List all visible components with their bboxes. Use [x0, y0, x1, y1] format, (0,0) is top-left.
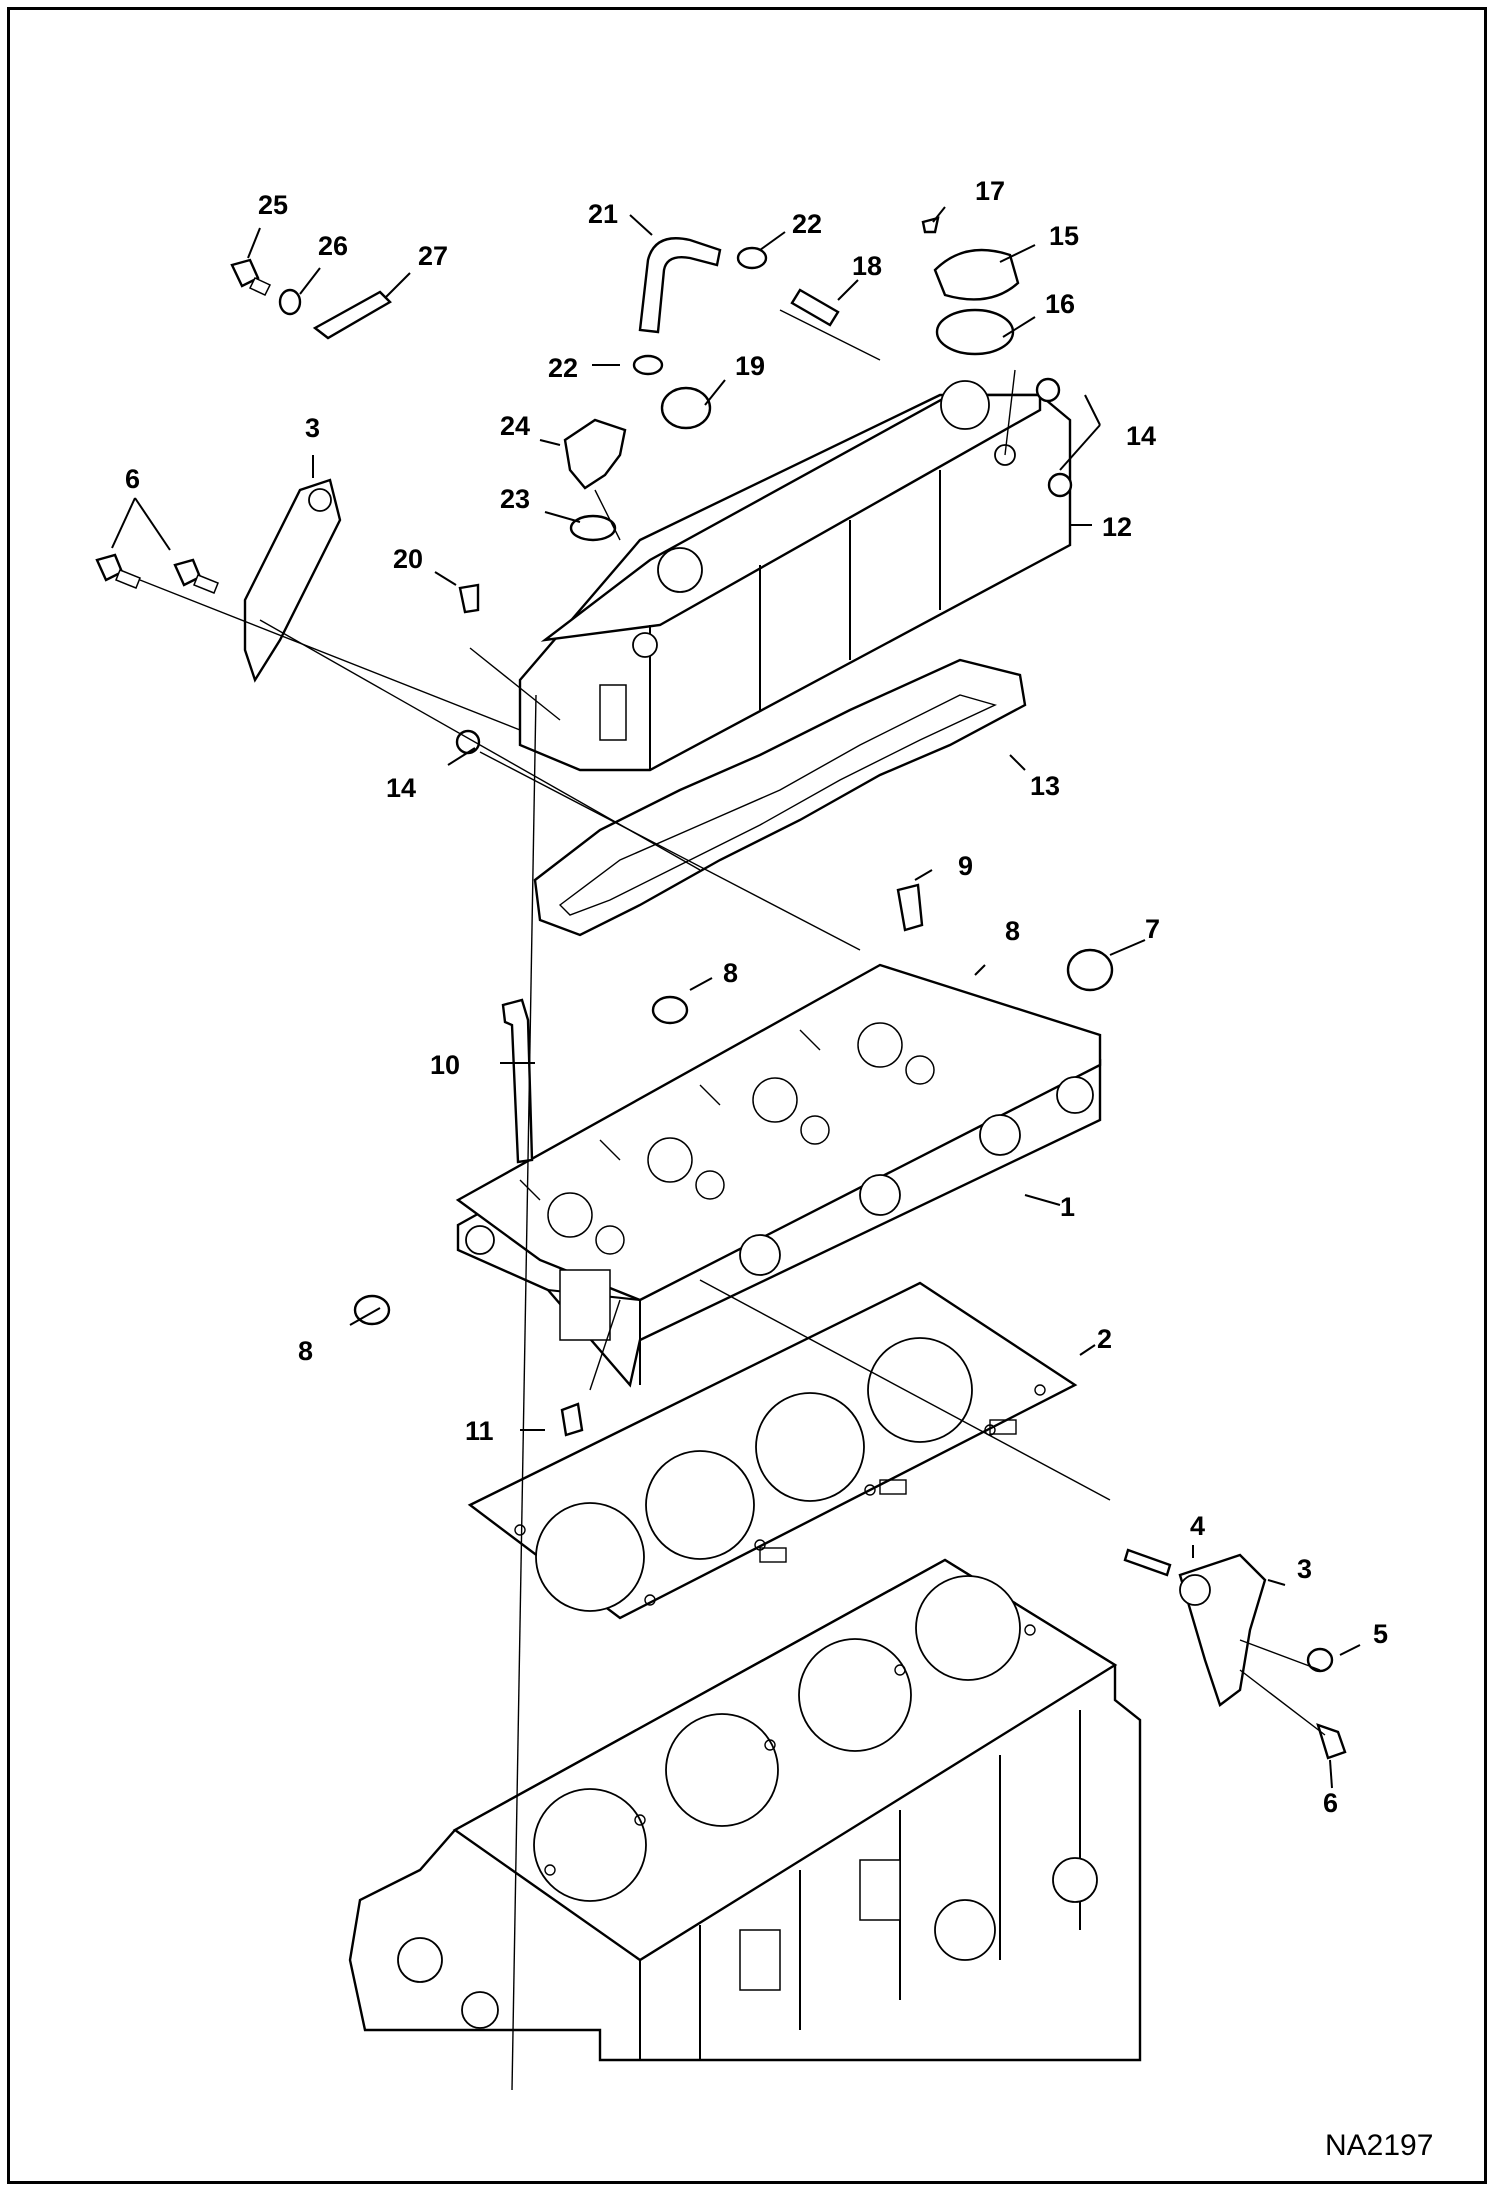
- bracket-left: [243, 478, 342, 683]
- bolt-6-right: [1316, 1723, 1347, 1760]
- callout-22-top: 22: [792, 209, 822, 239]
- head-bolt-10: [501, 998, 534, 1164]
- callout-14-left: 14: [386, 773, 416, 803]
- callout-1: 1: [1060, 1192, 1075, 1222]
- plug-7: [1066, 948, 1114, 992]
- callout-5: 5: [1373, 1619, 1388, 1649]
- hose-clamp-22-bottom: [632, 354, 664, 376]
- nut-5: [1306, 1647, 1334, 1673]
- grommet-14-a: [1035, 377, 1061, 403]
- callout-labels: 1 2 3 3 4 5 6 6 7 8 8 8 9 10 11 12 13 14…: [125, 176, 1433, 2162]
- callout-7: 7: [1145, 914, 1160, 944]
- grommet-14-b: [1047, 472, 1073, 498]
- callout-26: 26: [318, 231, 348, 261]
- callout-3-right: 3: [1297, 1554, 1312, 1584]
- hose-clamp-22-top: [736, 246, 768, 270]
- callout-13: 13: [1030, 771, 1060, 801]
- callout-8-mid: 8: [1005, 916, 1020, 946]
- breather-cap-15: [933, 248, 1020, 301]
- callout-21: 21: [588, 199, 618, 229]
- engine-block: [348, 1558, 1142, 2062]
- callout-12: 12: [1102, 512, 1132, 542]
- callout-20: 20: [393, 544, 423, 574]
- callout-18: 18: [852, 251, 882, 281]
- callout-6-right: 6: [1323, 1788, 1338, 1818]
- breather-hose-21: [638, 237, 722, 334]
- alignment-lines: [139, 309, 1326, 2091]
- fitting-18: [790, 288, 840, 327]
- callout-11: 11: [465, 1416, 494, 1446]
- callout-8-top: 8: [723, 958, 738, 988]
- callout-24: 24: [500, 411, 530, 441]
- callout-23: 23: [500, 484, 530, 514]
- washer-26: [278, 288, 302, 316]
- callout-27: 27: [418, 241, 448, 271]
- cover-gasket: [533, 658, 1027, 937]
- plug-9: [896, 883, 924, 932]
- plug-8-top: [651, 995, 689, 1025]
- grommet-19: [660, 386, 712, 430]
- bracket-right: [1178, 1553, 1267, 1707]
- callout-17: 17: [975, 176, 1005, 206]
- callout-25: 25: [258, 190, 288, 220]
- callout-19: 19: [735, 351, 765, 381]
- strap-27: [312, 290, 392, 340]
- callout-2: 2: [1097, 1324, 1112, 1354]
- o-ring-23: [569, 514, 617, 542]
- callout-8-left: 8: [298, 1336, 313, 1366]
- bolts-6-left: [95, 553, 219, 594]
- callout-4: 4: [1190, 1511, 1205, 1541]
- oil-filler-cap-24: [563, 418, 627, 490]
- o-ring-16: [935, 308, 1015, 356]
- callout-10: 10: [430, 1050, 460, 1080]
- callout-14-right: 14: [1126, 421, 1156, 451]
- bolt-20: [458, 583, 480, 614]
- callout-15: 15: [1049, 221, 1079, 251]
- head-gasket: [467, 1281, 1078, 1620]
- cylinder-head: [455, 963, 1102, 1388]
- small-bolt-25: [230, 258, 272, 296]
- callout-16: 16: [1045, 289, 1075, 319]
- dowel-11: [560, 1402, 584, 1437]
- callout-9: 9: [958, 851, 973, 881]
- callout-22-bottom: 22: [548, 353, 578, 383]
- callout-3-left: 3: [305, 413, 320, 443]
- stud-4: [1123, 1548, 1172, 1577]
- leader-lines: [111, 206, 1361, 1789]
- callout-6-left: 6: [125, 464, 140, 494]
- drawing-code: NA2197: [1325, 2129, 1433, 2162]
